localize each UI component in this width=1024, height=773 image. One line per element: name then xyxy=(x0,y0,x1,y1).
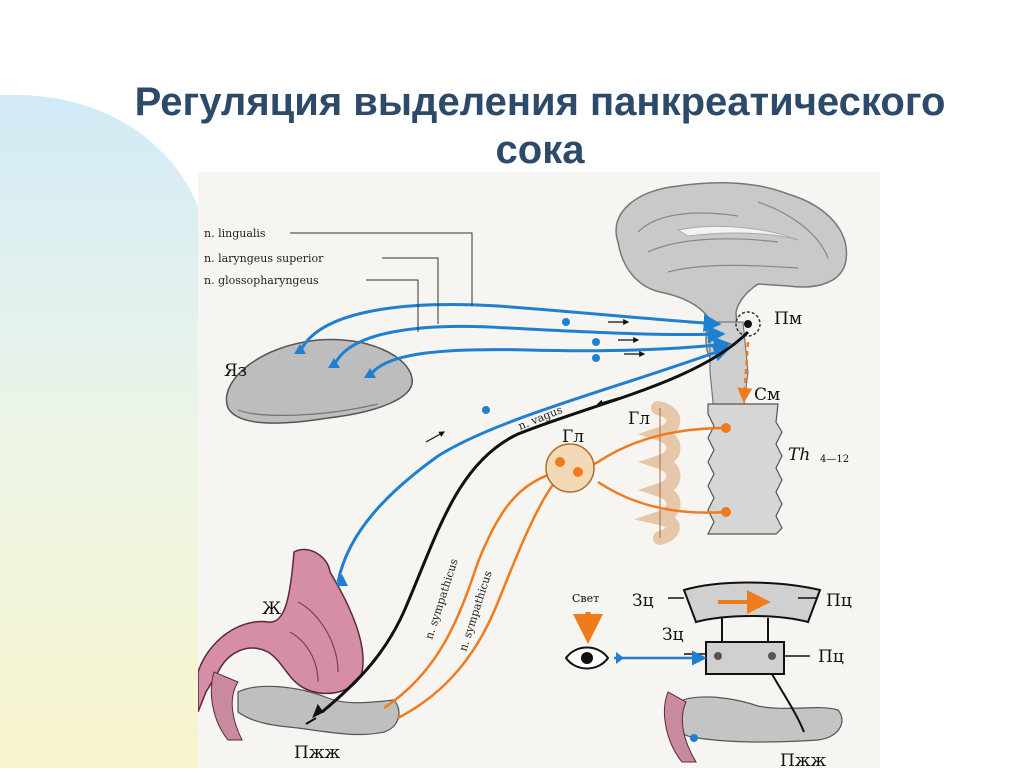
label-spinal-cord: См xyxy=(754,385,780,405)
title-line-1: Регуляция выделения панкреатического xyxy=(60,78,1020,126)
label-food-center-2: Пц xyxy=(818,647,844,667)
label-visual-center-2: Зц xyxy=(662,625,684,645)
tongue-illustration xyxy=(226,339,412,423)
regulation-diagram: n. lingualis n. laryngeus superior n. gl… xyxy=(198,172,880,768)
label-medulla: Пм xyxy=(774,309,802,329)
label-n-vagus: n. vagus xyxy=(516,403,564,433)
label-n-laryngeus-superior: n. laryngeus superior xyxy=(204,252,324,265)
label-thoracic: Th xyxy=(788,445,810,465)
label-n-sympathicus-1: n. sympathicus xyxy=(422,557,460,641)
diagram-figure: n. lingualis n. laryngeus superior n. gl… xyxy=(198,172,880,768)
label-pancreas-small: Пжж xyxy=(780,751,826,768)
ganglion-illustration xyxy=(546,444,594,492)
spinal-node-upper xyxy=(721,423,731,433)
label-n-sympathicus-2: n. sympathicus xyxy=(456,569,494,653)
label-thoracic-range: 4—12 xyxy=(820,454,849,465)
label-ganglion: Гл xyxy=(562,427,584,447)
label-visual-center-1: Зц xyxy=(632,591,654,611)
label-food-center-1: Пц xyxy=(826,591,852,611)
spinal-node-lower xyxy=(721,507,731,517)
label-ganglion-chain: Гл xyxy=(628,409,650,429)
spinal-cord-illustration xyxy=(708,404,782,534)
stomach-nerve-node xyxy=(482,406,490,414)
title-line-2: сока xyxy=(60,126,1020,174)
label-light: Свет xyxy=(572,592,599,605)
label-pancreas: Пжж xyxy=(294,743,340,763)
sympathetic-chain xyxy=(658,408,674,538)
slide-title: Регуляция выделения панкреатического сок… xyxy=(60,78,1020,174)
label-n-lingualis: n. lingualis xyxy=(204,227,266,240)
label-tongue: Яз xyxy=(224,361,247,381)
label-stomach: Ж xyxy=(262,599,281,619)
label-n-glossopharyngeus: n. glossopharyngeus xyxy=(204,274,319,287)
